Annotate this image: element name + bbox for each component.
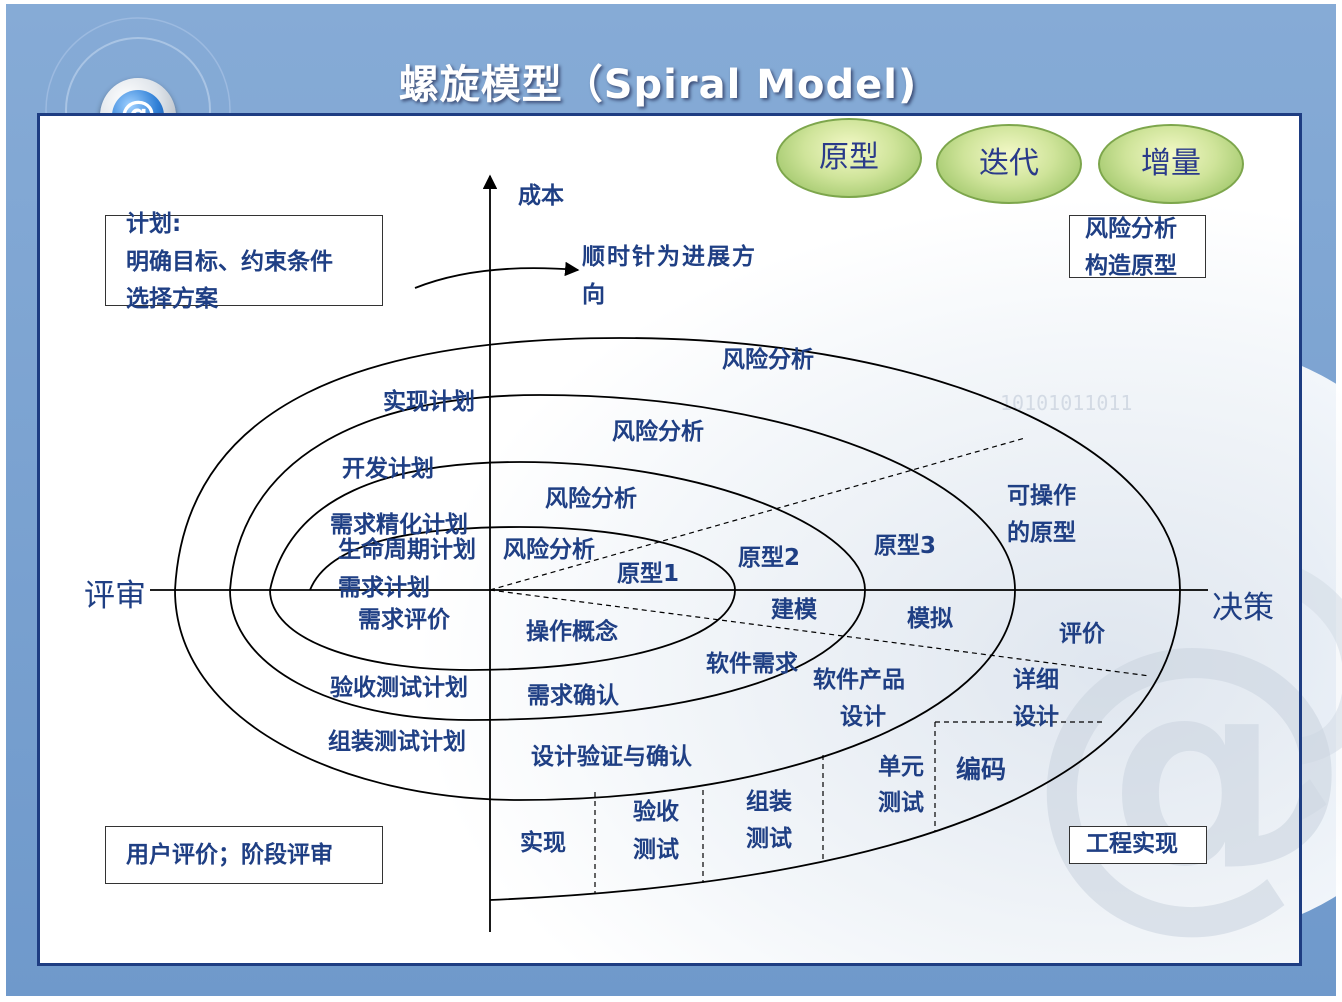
- prototype-2-label: 原型2: [738, 545, 801, 571]
- page-title: 螺旋模型（Spiral Model): [398, 62, 918, 108]
- unit-test-label-2: 测试: [878, 790, 924, 816]
- detail-design-label-1: 详细: [1013, 667, 1059, 693]
- svg-text:@: @: [1025, 574, 1342, 958]
- pill-prototype: 原型: [776, 118, 922, 198]
- accept-test-label-2: 测试: [633, 837, 679, 863]
- direction-arrow: [414, 261, 580, 289]
- integration-test-label-2: 测试: [746, 826, 792, 852]
- review-axis-label: 评审: [84, 578, 146, 614]
- decision-axis-label: 决策: [1212, 590, 1274, 626]
- simulation-label: 模拟: [907, 606, 953, 632]
- dashed-ray-upper: [489, 437, 1026, 591]
- operable-prototype-label-1: 可操作: [1007, 483, 1076, 509]
- pill-increment: 增量: [1098, 124, 1244, 204]
- engineering-box-label: 工程实现: [1086, 831, 1178, 857]
- coding-label: 编码: [956, 755, 1007, 784]
- plan-label-1: 计划:: [126, 211, 182, 237]
- content-frame: [37, 113, 1302, 966]
- req-confirm-label: 需求确认: [527, 683, 619, 709]
- operable-prototype-label-2: 的原型: [1007, 520, 1076, 546]
- risk-box-label-1: 风险分析: [1085, 216, 1177, 242]
- modeling-label: 建模: [771, 597, 817, 623]
- review-box: [105, 826, 383, 884]
- req-refine-plan-label: 需求精化计划: [330, 512, 468, 538]
- cost-label: 成本: [518, 183, 564, 209]
- spiral-loop-4: [174, 337, 1181, 901]
- accept-test-label-1: 验收: [633, 799, 679, 825]
- op-concept-label: 操作概念: [526, 619, 618, 645]
- risk-analysis-1: 风险分析: [503, 537, 595, 563]
- unit-test-label-1: 单元: [878, 754, 924, 780]
- implement-label: 实现: [520, 830, 566, 856]
- product-design-label-1: 软件产品: [813, 667, 905, 693]
- direction-label-1: 顺时针为进展方: [582, 244, 757, 270]
- review-box-label: 用户评价；阶段评审: [126, 842, 333, 868]
- risk-box: [1069, 215, 1206, 278]
- spiral-loop-1: [269, 526, 736, 671]
- engineering-box: [1069, 826, 1207, 864]
- integration-test-label-1: 组装: [746, 789, 792, 815]
- plan-label-3: 选择方案: [126, 286, 218, 312]
- impl-plan-label: 实现计划: [383, 389, 475, 415]
- evaluation-label: 评价: [1059, 621, 1105, 647]
- req-plan-label: 需求计划: [338, 575, 430, 601]
- plan-box: [105, 215, 383, 306]
- prototype-1-label: 原型1: [617, 561, 680, 587]
- risk-analysis-2: 风险分析: [545, 486, 637, 512]
- risk-box-label-2: 构造原型: [1085, 253, 1177, 279]
- direction-label-2: 向: [582, 282, 605, 308]
- risk-analysis-3: 风险分析: [612, 419, 704, 445]
- svg-text:10101011011: 10101011011: [1000, 391, 1132, 415]
- design-verify-label: 设计验证与确认: [531, 744, 692, 770]
- software-req-label: 软件需求: [706, 651, 798, 677]
- lifecycle-plan-label: 生命周期计划: [338, 537, 476, 563]
- product-design-label-2: 设计: [840, 704, 886, 730]
- risk-analysis-4: 风险分析: [722, 347, 814, 373]
- plan-label-2: 明确目标、约束条件: [126, 249, 333, 275]
- dashed-ray-lower: [489, 589, 1151, 677]
- prototype-3-label: 原型3: [874, 533, 937, 559]
- accept-test-plan-label: 验收测试计划: [330, 675, 468, 701]
- spiral-loop-2: [229, 461, 866, 721]
- dev-plan-label: 开发计划: [342, 456, 434, 482]
- detail-design-label-2: 设计: [1013, 704, 1059, 730]
- integration-test-plan-label: 组装测试计划: [328, 729, 466, 755]
- pill-iteration: 迭代: [936, 124, 1082, 204]
- spiral-loop-3: [174, 394, 1016, 801]
- req-review-label: 需求评价: [358, 607, 450, 633]
